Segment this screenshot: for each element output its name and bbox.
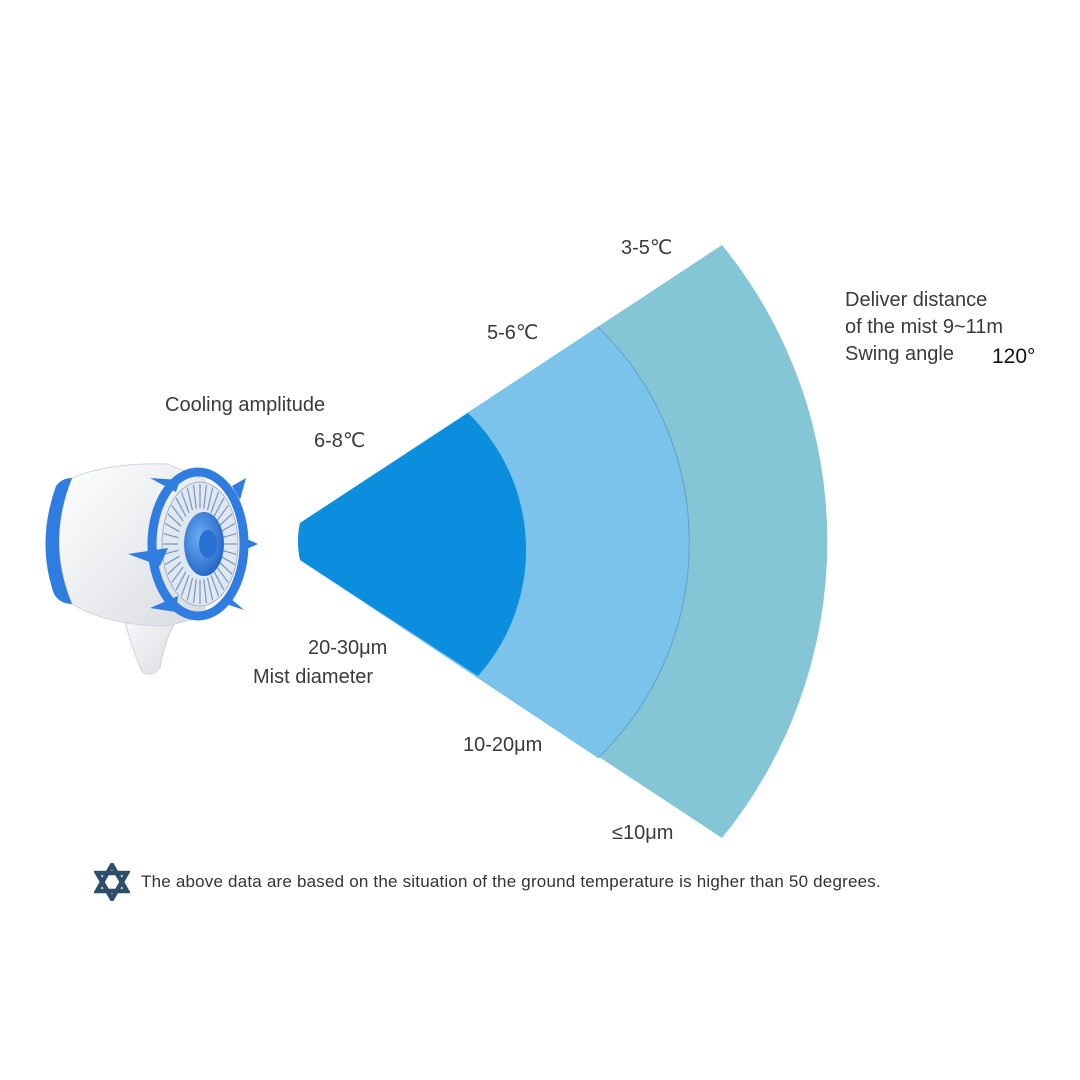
cooling-amplitude-title: Cooling amplitude	[165, 394, 326, 416]
inner-zone	[298, 413, 527, 676]
mist-fan-icon	[45, 463, 258, 675]
footnote-text: The above data are based on the situatio…	[141, 872, 881, 891]
deliver-distance-line2: of the mist 9~11m	[845, 316, 1004, 338]
cooling-inner-value: 6-8℃	[314, 430, 366, 452]
mist-middle-value: 10-20μm	[463, 734, 543, 756]
mist-outer-value: ≤10μm	[612, 822, 674, 844]
cooling-middle-value: 5-6℃	[487, 322, 539, 344]
star-of-david-icon	[94, 863, 130, 901]
mist-diameter-title: Mist diameter	[253, 666, 374, 688]
swing-angle-value: 120°	[992, 345, 1036, 368]
cooling-outer-value: 3-5℃	[621, 237, 673, 259]
deliver-distance-line1: Deliver distance	[845, 289, 988, 311]
swing-angle-label: Swing angle	[845, 343, 954, 365]
middle-boundary	[597, 326, 690, 759]
mist-inner-value: 20-30μm	[308, 637, 388, 659]
